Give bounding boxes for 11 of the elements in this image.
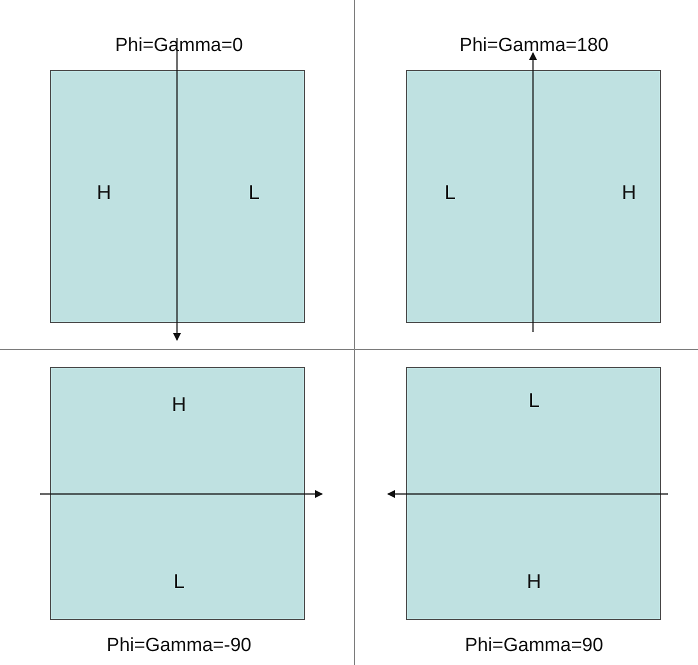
pole-label: L: [444, 181, 456, 206]
pole-label: H: [526, 570, 542, 595]
pole-label: H: [622, 181, 636, 206]
pole-label: L: [173, 570, 185, 595]
panel-title: Phi=Gamma=-90: [106, 634, 252, 658]
pole-label: H: [172, 393, 186, 418]
pole-label: L: [248, 181, 260, 206]
panel-title: Phi=Gamma=90: [464, 634, 604, 658]
panel-title: Phi=Gamma=180: [460, 34, 608, 58]
pole-label: L: [528, 389, 540, 414]
pole-label: H: [96, 181, 112, 206]
